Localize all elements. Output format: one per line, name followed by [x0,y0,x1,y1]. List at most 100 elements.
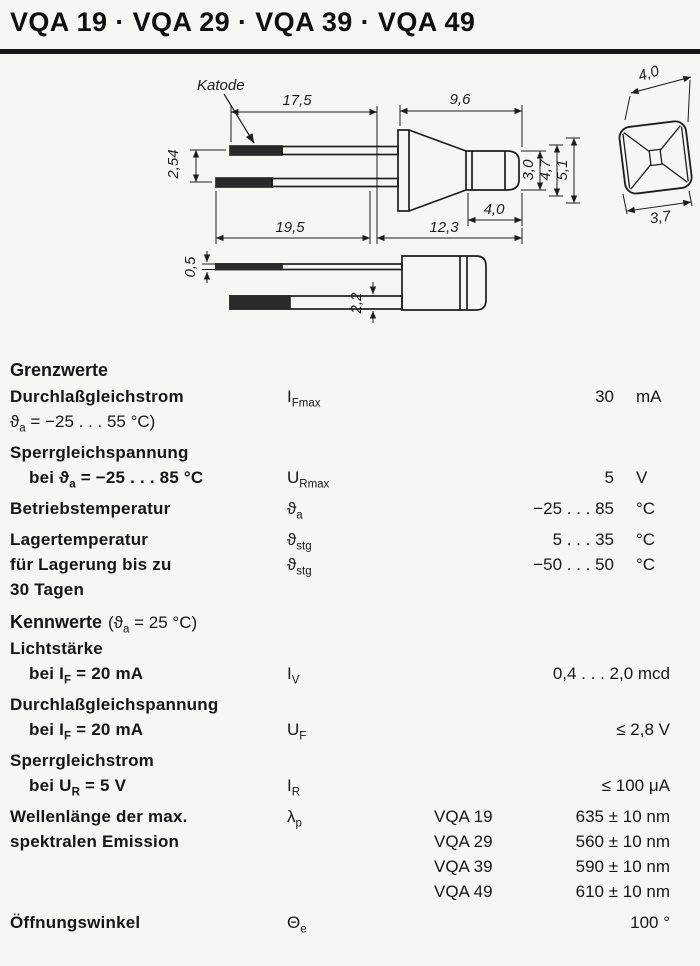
kennwerte-condition: (ϑa = 25 °C) [108,613,198,636]
param-label: Wellenlänge der max. [10,807,188,826]
front-view [618,75,693,215]
grenzwerte-heading: Grenzwerte [10,360,109,380]
dim-front-width-label: 4,0 [636,62,662,85]
dim-tip-length-label: 4,0 [484,201,506,218]
bottom-view-dimensions [202,251,380,323]
param-label: Durchlaßgleichspannung [10,695,219,714]
row-lagertemperatur-label2: 30 Tagen [10,577,700,602]
param-symbol: ϑstg [287,530,312,553]
variant-name: VQA 39 [434,857,493,876]
param-symbol: ϑstg [287,555,312,578]
condition-text: bei ϑa = −25 . . . 85 °C [29,468,204,491]
dim-lead-full-length-label: 19,5 [275,219,305,236]
condition-text: bei UR = 5 V [29,776,127,799]
header-rule [0,49,700,54]
dim-lead-width-label: 2,2 [348,292,365,315]
dim-inner-height-label: 4,7 [537,159,554,181]
param-value: 5 . . . 35 [552,530,614,549]
row-wellenlaenge-4: VQA 49 610 ± 10 nm [10,879,700,904]
param-symbol: IFmax [287,387,321,410]
row-oeffnungswinkel: Öffnungswinkel Θe 100 ° [10,910,700,935]
param-unit: °C [636,555,656,574]
variant-name: VQA 49 [434,882,493,901]
param-symbol: IR [287,776,301,799]
row-sperrgleichstrom: Sperrgleichstrom [10,748,700,773]
param-label-continued: spektralen Emission [10,832,180,851]
katode-label: Katode [197,77,245,94]
row-sperrgleichstrom-condition: bei UR = 5 V IR ≤ 100 μA [10,773,700,798]
param-value: ≤ 2,8 V [616,720,670,739]
param-value: 100 ° [630,913,670,932]
param-unit: V [636,468,648,487]
variant-value: 560 ± 10 nm [575,832,670,851]
param-unit: mA [636,387,662,406]
row-lagertemperatur: Lagertemperatur ϑstg 5 . . . 35 °C [10,527,700,552]
param-symbol: UF [287,720,307,743]
param-label: Sperrgleichspannung [10,443,189,462]
variant-value: 590 ± 10 nm [575,857,670,876]
row-wellenlaenge-2: spektralen Emission VQA 29 560 ± 10 nm [10,829,700,854]
condition-text: bei IF = 20 mA [29,720,144,743]
page-header: VQA 19 · VQA 29 · VQA 39 · VQA 49 [0,0,700,38]
row-wellenlaenge-1: Wellenlänge der max. λp VQA 19 635 ± 10 … [10,804,700,829]
param-symbol: ϑa [287,499,303,522]
param-label: Betriebstemperatur [10,499,171,518]
param-value: −50 . . . 50 [533,555,614,574]
param-symbol: URmax [287,468,330,491]
param-value: −25 . . . 85 [533,499,614,518]
side-view [215,129,520,212]
dim-lead-thickness-label: 0,5 [182,256,199,278]
row-lichtstaerke-condition: bei IF = 20 mA IV 0,4 . . . 2,0 mcd [10,661,700,686]
param-symbol: Θe [287,913,307,936]
dim-outer-height-label: 5,1 [554,160,571,181]
row-sperrgleichspannung-condition: bei ϑa = −25 . . . 85 °C URmax 5 V [10,465,700,490]
row-durchlassgleichspannung-condition: bei IF = 20 mA UF ≤ 2,8 V [10,717,700,742]
param-label: Durchlaßgleichstrom [10,387,184,406]
bottom-view [215,255,487,311]
variant-value: 610 ± 10 nm [575,882,670,901]
body-flange [397,129,410,212]
param-symbol: λp [287,807,302,830]
dim-body-full-length-label: 12,3 [429,219,459,236]
param-value: 0,4 . . . 2,0 mcd [552,664,670,683]
body-outline [401,255,487,311]
param-unit: °C [636,499,656,518]
body-cone-top [408,129,467,152]
row-wellenlaenge-3: VQA 39 590 ± 10 nm [10,854,700,879]
katode-leader-line [223,93,255,144]
dim-tip-height-label: 3,0 [520,159,537,181]
kennwerte-heading: Kennwerte(ϑa = 25 °C) [10,612,198,636]
body-tip [466,150,520,191]
anode-lead-flat [215,177,273,188]
param-value: ≤ 100 μA [601,776,670,795]
param-label-continued: 30 Tagen [10,580,85,599]
param-unit: °C [636,530,656,549]
dim-body-length-label: 9,6 [450,91,472,108]
param-label: Lichtstärke [10,639,103,658]
param-label: Sperrgleichstrom [10,751,154,770]
page-title: VQA 19 · VQA 29 · VQA 39 · VQA 49 [10,7,476,37]
dim-lead-pitch-label: 2,54 [165,149,182,179]
param-label: für Lagerung bis zu [10,555,172,574]
variant-name: VQA 29 [434,832,493,851]
row-durchlassgleichspannung: Durchlaßgleichspannung [10,692,700,717]
kathode-lead-flat [229,145,283,156]
side-view-dimensions [190,105,580,244]
param-label: Lagertemperatur [10,530,149,549]
row-durchlassgleichstrom: Durchlaßgleichstrom IFmax 30 mA [10,384,700,409]
condition-text: bei IF = 20 mA [29,664,144,687]
variant-value: 635 ± 10 nm [575,807,670,826]
param-symbol: IV [287,664,300,687]
front-view-dimensions [622,75,693,215]
row-sperrgleichspannung: Sperrgleichspannung [10,440,700,465]
variant-name: VQA 19 [434,807,493,826]
row-betriebstemperatur: Betriebstemperatur ϑa −25 . . . 85 °C [10,496,700,521]
dim-lead-length-label: 17,5 [282,92,312,109]
param-value: 5 [604,468,614,487]
led-dimension-drawing: Katode [165,62,693,323]
row-lagertemperatur-30-tage: für Lagerung bis zu ϑstg −50 . . . 50 °C [10,552,700,577]
row-lichtstaerke: Lichtstärke [10,636,700,661]
body-cone-bottom [408,189,467,212]
condition-text: ϑa = −25 . . . 55 °C) [10,412,156,435]
